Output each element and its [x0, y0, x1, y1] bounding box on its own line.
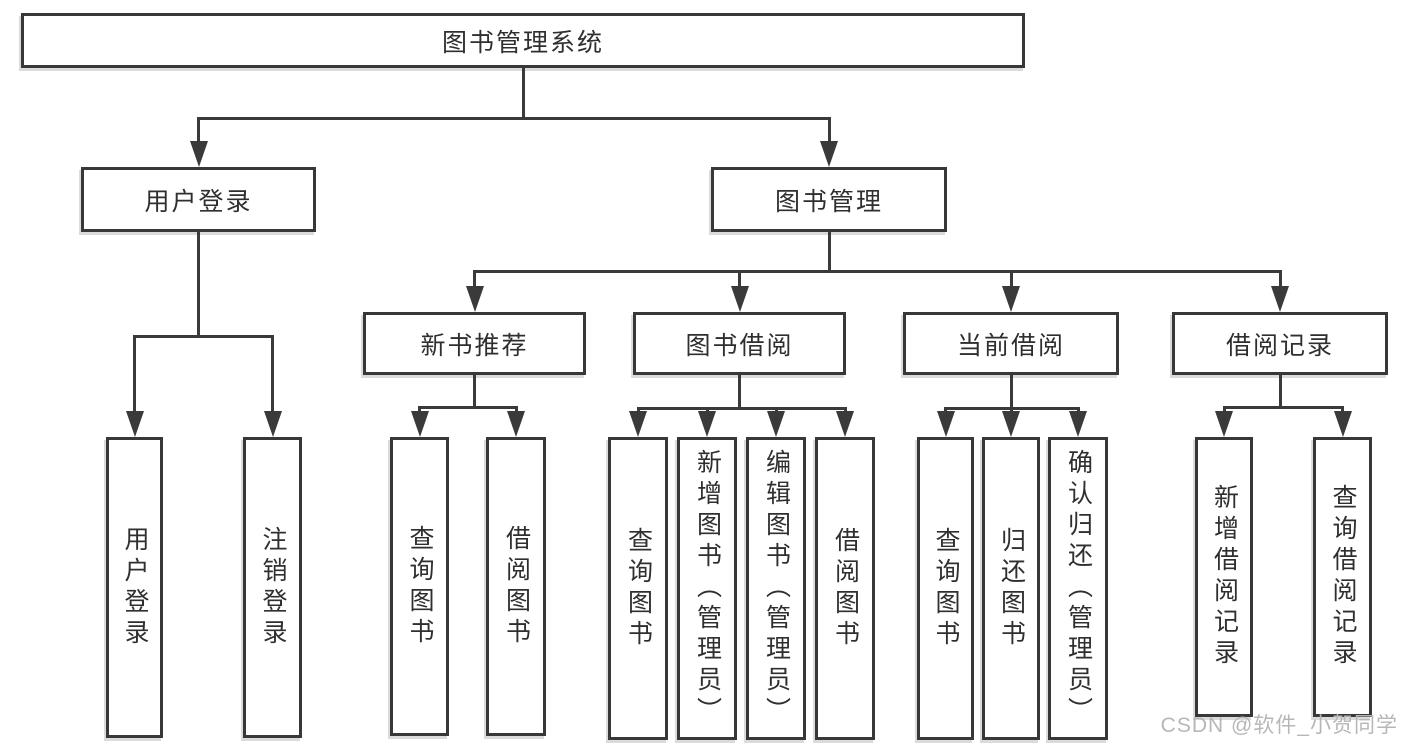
arrowhead-down-icon [730, 286, 749, 312]
connector-drop-book-borrow [738, 270, 741, 292]
connector-stem-root [521, 68, 525, 120]
node-add-books-admin: 新增图书（管理员） [677, 437, 737, 740]
node-borrow-books-borrow: 借阅图书 [815, 437, 875, 740]
node-label-logout: 注销登录 [259, 525, 287, 650]
connector-drop-borrow-records [1278, 270, 1282, 292]
connector-stem-user-login-group [197, 232, 200, 338]
node-edit-books-admin: 编辑图书（管理员） [746, 437, 806, 740]
node-label-query-borrow-record: 查询借阅记录 [1329, 484, 1357, 670]
arrowhead-down-icon [767, 411, 785, 437]
arrowhead-down-icon [410, 411, 429, 437]
arrowhead-down-icon [1002, 411, 1020, 437]
connector-bar-book-mgmt [473, 270, 1282, 273]
connector-drop-user-login-group [197, 117, 200, 147]
connector-stem-book-mgmt [827, 232, 831, 273]
node-book-borrow: 图书借阅 [633, 312, 846, 375]
connector-drop-user-login [133, 335, 136, 417]
node-label-borrow-books-borrow: 借阅图书 [831, 526, 860, 651]
node-label-query-books-borrow: 查询图书 [624, 526, 653, 651]
arrowhead-down-icon [1333, 411, 1352, 437]
node-label-edit-books-admin: 编辑图书（管理员） [762, 449, 791, 728]
node-label-user-login-group: 用户登录 [144, 187, 253, 216]
arrowhead-down-icon [189, 141, 208, 167]
node-borrow-records: 借阅记录 [1172, 312, 1388, 375]
node-label-borrow-books-rec: 借阅图书 [502, 524, 531, 649]
connector-stem-current-borrow [1009, 375, 1013, 410]
node-query-books-current: 查询图书 [917, 437, 974, 740]
node-current-borrow: 当前借阅 [903, 312, 1119, 375]
node-query-borrow-record: 查询借阅记录 [1313, 437, 1372, 717]
node-label-return-books: 归还图书 [997, 526, 1026, 651]
connector-stem-new-book-rec [473, 375, 476, 409]
connector-bar-borrow-records [1222, 406, 1344, 409]
node-label-root: 图书管理系统 [441, 28, 604, 57]
node-label-user-login: 用户登录 [121, 525, 149, 650]
node-label-book-borrow: 图书借阅 [685, 331, 794, 360]
arrowhead-down-icon [1215, 411, 1233, 437]
node-label-add-books-admin: 新增图书（管理员） [693, 449, 722, 728]
node-borrow-books-rec: 借阅图书 [486, 437, 546, 736]
connector-stem-borrow-records [1278, 375, 1282, 409]
node-confirm-return-admin: 确认归还（管理员） [1048, 437, 1108, 740]
node-label-current-borrow: 当前借阅 [956, 331, 1065, 360]
node-label-book-mgmt: 图书管理 [774, 187, 883, 216]
node-return-books: 归还图书 [982, 437, 1040, 740]
arrowhead-down-icon [820, 141, 838, 167]
arrowhead-down-icon [1002, 286, 1020, 312]
arrowhead-down-icon [836, 411, 854, 437]
node-label-add-borrow-record: 新增借阅记录 [1210, 484, 1239, 670]
arrowhead-down-icon [465, 286, 484, 312]
node-query-books-borrow: 查询图书 [608, 437, 668, 740]
arrowhead-down-icon [936, 411, 955, 437]
node-label-confirm-return-admin: 确认归还（管理员） [1064, 449, 1093, 728]
arrowhead-down-icon [1069, 411, 1087, 437]
node-query-books-rec: 查询图书 [390, 437, 449, 736]
node-book-mgmt: 图书管理 [711, 167, 947, 232]
connector-bar-new-book-rec [418, 406, 518, 409]
connector-drop-logout [271, 335, 274, 417]
arrowhead-down-icon [629, 411, 647, 437]
connector-bar-user-login-group [133, 335, 274, 338]
node-label-borrow-records: 借阅记录 [1225, 331, 1334, 360]
node-label-query-books-current: 查询图书 [932, 526, 960, 651]
node-root: 图书管理系统 [21, 13, 1025, 68]
arrowhead-down-icon [263, 411, 282, 437]
connector-bar-book-borrow [636, 407, 847, 410]
arrowhead-down-icon [125, 411, 144, 437]
connector-drop-current-borrow [1009, 270, 1013, 292]
node-user-login: 用户登录 [106, 437, 163, 738]
connector-stem-book-borrow [738, 375, 741, 410]
arrowhead-down-icon [1271, 286, 1289, 312]
node-user-login-group: 用户登录 [81, 167, 316, 232]
connector-drop-new-book-rec [473, 270, 476, 292]
node-logout: 注销登录 [243, 437, 302, 738]
arrowhead-down-icon [507, 411, 525, 437]
arrowhead-down-icon [698, 411, 716, 437]
connector-drop-book-mgmt [827, 117, 831, 147]
node-label-query-books-rec: 查询图书 [406, 524, 434, 649]
csdn-watermark: CSDN @软件_小贺同学 [1160, 714, 1398, 737]
node-add-borrow-record: 新增借阅记录 [1195, 437, 1253, 717]
node-label-new-book-rec: 新书推荐 [420, 331, 529, 360]
connector-bar-root [197, 117, 831, 120]
node-new-book-rec: 新书推荐 [363, 312, 586, 375]
